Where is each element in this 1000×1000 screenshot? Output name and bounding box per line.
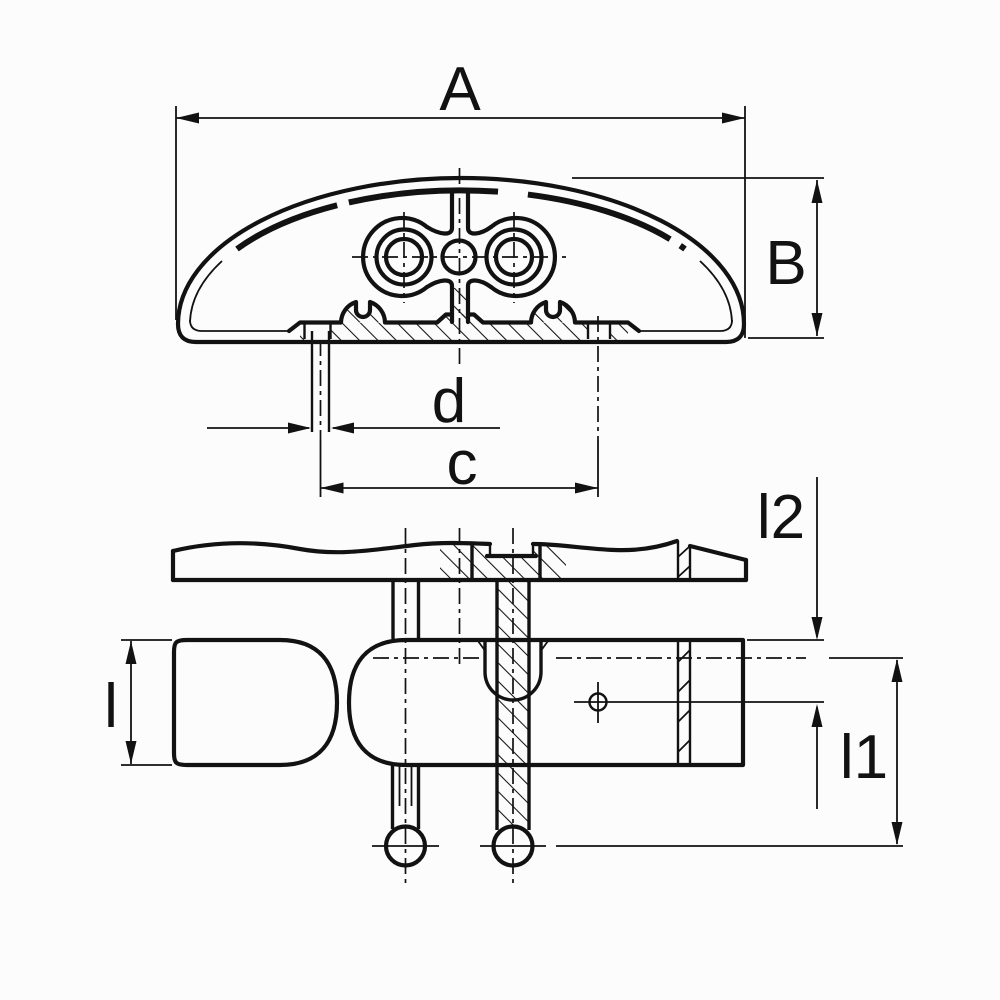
body-bar-left-segment	[171, 637, 340, 768]
dome-outer-outline	[175, 175, 747, 345]
dim-label-A: A	[439, 55, 481, 124]
side-hole	[574, 682, 824, 723]
deck-break-band	[676, 541, 692, 580]
dim-l1: l1	[556, 657, 903, 847]
body-bar-right-segment	[346, 637, 746, 768]
dim-B: B	[572, 177, 824, 339]
dim-label-l: l	[104, 672, 118, 741]
stud-left-lower	[390, 765, 421, 829]
dim-l: l	[104, 639, 172, 766]
base-strip-edge-right	[465, 299, 642, 334]
top-view: A B d c	[175, 55, 824, 498]
dome-inner-contour	[189, 187, 733, 332]
dim-d: d	[207, 367, 500, 436]
dim-label-c: c	[447, 429, 478, 498]
stud-left-gap	[391, 581, 421, 639]
section-view: l l2 l1	[104, 477, 903, 884]
deck-hatch	[440, 544, 566, 580]
section-centerlines	[373, 528, 806, 884]
dim-label-B: B	[765, 229, 806, 298]
screw-head	[470, 544, 542, 580]
stud-left-topview	[310, 331, 331, 497]
dim-label-d: d	[432, 367, 466, 436]
dim-label-l1: l1	[840, 723, 888, 792]
mount-hole-cluster	[352, 168, 566, 368]
dim-A: A	[175, 55, 746, 338]
dim-label-l2: l2	[757, 483, 805, 552]
dim-c: c	[320, 429, 598, 498]
base-strip-edge	[286, 299, 455, 334]
strip-pin-gaps	[303, 322, 612, 339]
dim-l2: l2	[747, 477, 824, 809]
base-strip-hatch	[300, 288, 628, 340]
dome-rim-arc	[235, 187, 687, 252]
